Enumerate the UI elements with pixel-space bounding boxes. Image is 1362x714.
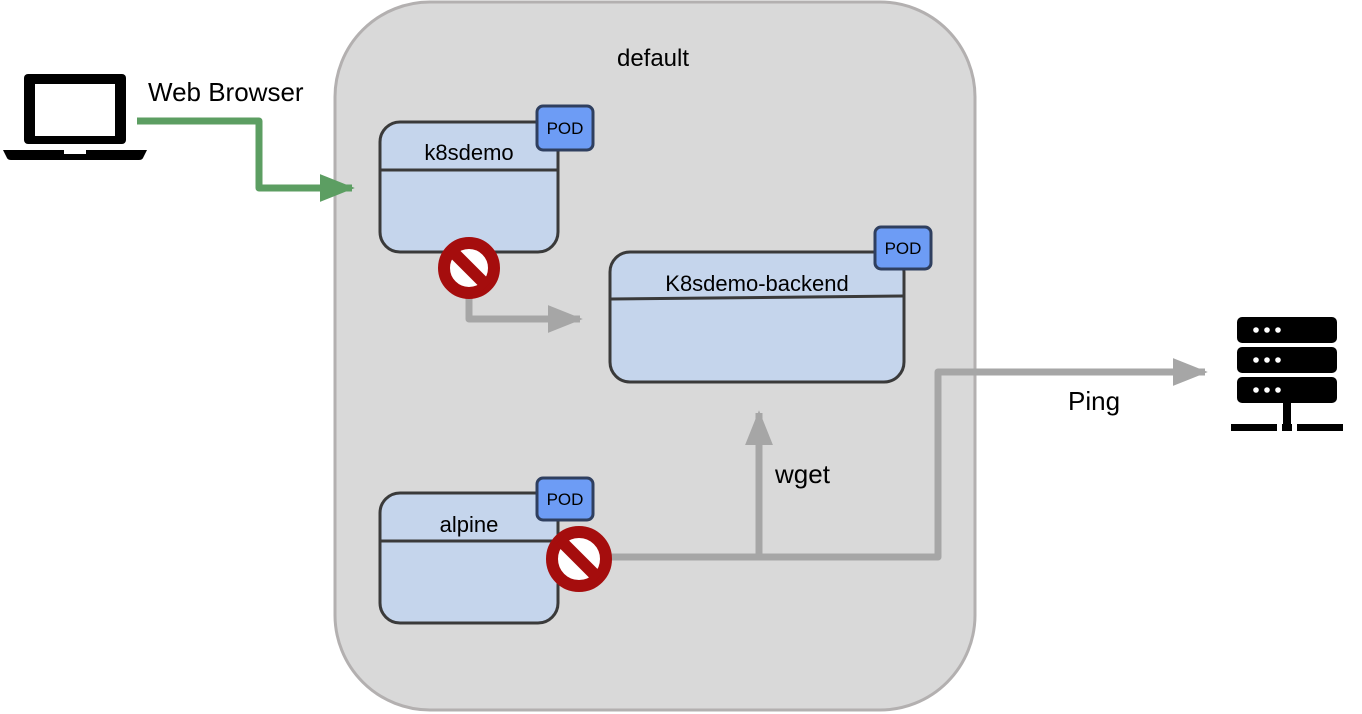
browser-to-k8sdemo-arrow	[137, 117, 355, 202]
laptop-icon	[3, 74, 147, 160]
ping-label: Ping	[1068, 386, 1120, 416]
pod-alpine: alpine POD	[378, 476, 595, 625]
pod-k8sdemo: k8sdemo POD	[378, 104, 595, 254]
pod-name: k8sdemo	[424, 140, 513, 165]
pod-badge	[535, 476, 595, 522]
pod-name: alpine	[440, 512, 499, 537]
wget-label: wget	[774, 459, 831, 489]
web-browser-label: Web Browser	[148, 77, 304, 107]
pod-k8sdemo-backend: K8sdemo-backend POD	[608, 225, 933, 384]
pod-badge	[535, 104, 595, 152]
pod-badge	[873, 225, 933, 271]
pod-badge-label: POD	[885, 239, 922, 258]
server-icon	[1231, 317, 1343, 431]
k8sdemo-to-backend-arrow	[465, 297, 583, 333]
deny-icon	[438, 237, 500, 299]
pod-badge-label: POD	[547, 119, 584, 138]
pod-badge-label: POD	[547, 490, 584, 509]
pod-name: K8sdemo-backend	[665, 271, 848, 296]
deny-icon	[546, 526, 612, 592]
alpine-to-external-arrow	[610, 358, 1208, 561]
namespace-label: default	[617, 45, 689, 72]
